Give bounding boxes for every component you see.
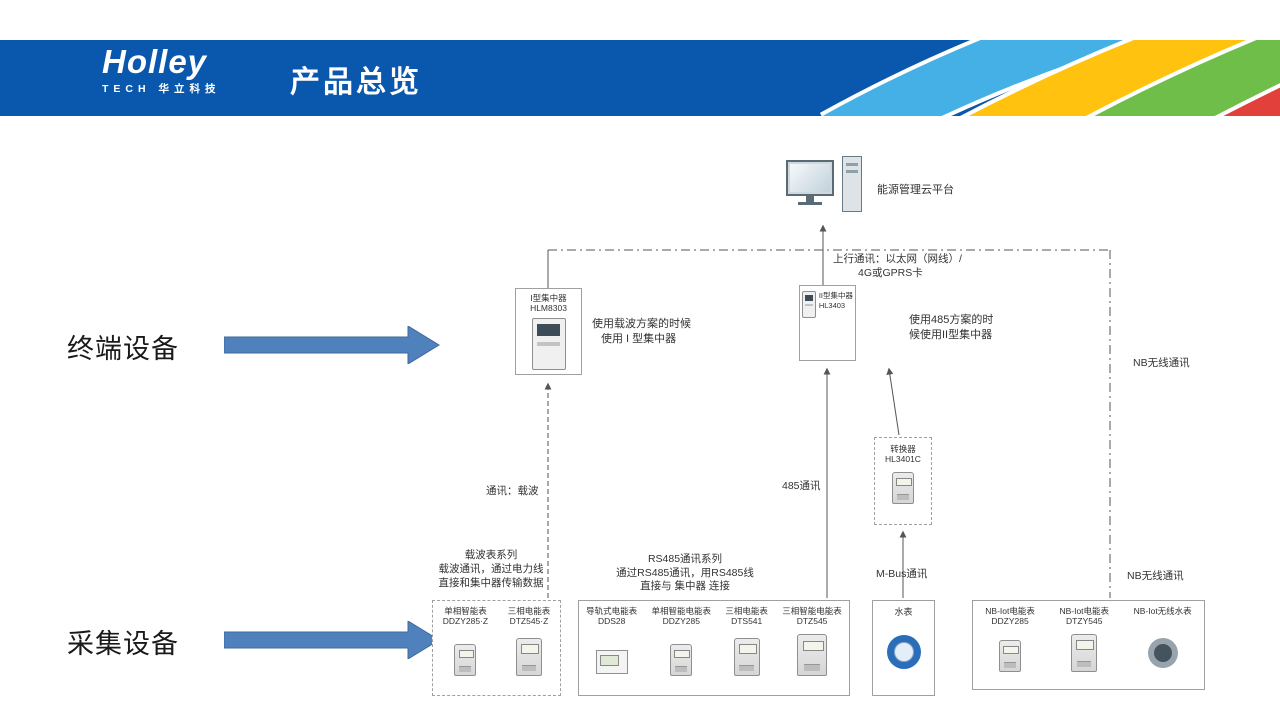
din-rail-meter-icon	[595, 650, 628, 674]
uplink-label-line1: 上行通讯：以太网（网线）/	[833, 253, 962, 265]
electric-meter-icon	[892, 472, 914, 504]
carrier-meter-group-box: 单相智能表 DDZY285·Z 三相电能表 DTZ545·Z	[432, 600, 561, 696]
pc-tower-icon	[842, 156, 862, 212]
terminal-devices-label: 终端设备	[67, 334, 179, 364]
monitor-icon	[786, 160, 834, 196]
meter-name: 单相智能表	[444, 606, 487, 616]
three-phase-meter-icon	[733, 638, 760, 676]
meter-model: DTZ545·Z	[509, 616, 549, 626]
carrier-group-title: 载波表系列	[464, 549, 518, 561]
meter-item: 三相智能电能表 DTZ545	[782, 606, 842, 676]
meter-item: 单相智能电能表 DDZY285	[651, 606, 712, 676]
concentrator-2-name: II型集中器	[818, 291, 853, 300]
single-phase-meter-icon	[454, 644, 477, 676]
carrier-group-desc2: 直接和集中器传输数据	[438, 577, 544, 589]
meter-model: DTZY545	[1066, 616, 1103, 626]
meter-item: NB-Iot无线水表	[1134, 606, 1192, 668]
rs485-meter-group-box: 导轨式电能表 DDS28 单相智能电能表 DDZY285 三相电能表 DTS54…	[578, 600, 850, 696]
nb-wireless-label-bottom: NB无线通讯	[1127, 570, 1184, 582]
meter-name: 三相智能电能表	[782, 606, 842, 616]
nb-three-phase-meter-icon	[1071, 634, 1098, 672]
header-band	[0, 40, 1280, 116]
meter-model: DDZY285	[991, 616, 1029, 626]
cloud-platform-computer-icon	[786, 154, 868, 218]
terminal-devices-arrow	[224, 326, 440, 364]
rs485-group-caption: RS485通讯系列 通过RS485通讯，用RS485线 直接与 集中器 连接	[585, 553, 785, 594]
conc1-note-line2: 使用 I 型集中器	[601, 333, 677, 345]
carrier-comm-label: 通讯：载波	[486, 485, 539, 497]
meter-name: 单相智能电能表	[651, 606, 712, 616]
meter-name: 导轨式电能表	[586, 606, 638, 616]
single-phase-meter-icon	[670, 644, 693, 676]
meter-name: NB-Iot无线水表	[1133, 606, 1192, 616]
conc2-note-line2: 候使用II型集中器	[909, 329, 993, 341]
converter-name: 转换器	[890, 444, 916, 454]
conc1-note-line1: 使用载波方案的时候	[592, 318, 691, 330]
concentrator-2-model: HL3403	[818, 301, 846, 310]
header-swoosh-decoration	[819, 40, 1280, 116]
rs485-group-desc1: 通过RS485通讯，用RS485线	[616, 566, 754, 579]
meter-model: DDZY285	[662, 616, 700, 626]
concentrator-2-box: II型集中器 HL3403	[799, 285, 856, 361]
collection-devices-arrow	[224, 621, 440, 659]
monitor-stand	[806, 196, 814, 202]
rs485-group-title: RS485通讯系列	[647, 553, 723, 565]
rs485-group-desc2: 直接与 集中器 连接	[640, 580, 730, 592]
meter-model: DDZY285·Z	[442, 616, 489, 626]
meter-item: 导轨式电能表 DDS28	[586, 606, 637, 674]
meter-name: 三相电能表	[725, 606, 768, 616]
converter-box: 转换器 HL3401C	[874, 437, 932, 525]
meter-model: DDS28	[597, 616, 626, 626]
meter-item: 三相电能表 DTS541	[725, 606, 768, 676]
rs485-comm-label: 485通讯	[782, 480, 821, 492]
logo-sub-text: TECH 华立科技	[102, 83, 221, 95]
collection-devices-label: 采集设备	[67, 629, 179, 659]
cloud-platform-label: 能源管理云平台	[877, 184, 954, 196]
meter-model: DTS541	[731, 616, 763, 626]
holley-logo: Holley TECH 华立科技	[102, 45, 221, 96]
three-phase-smart-meter-icon	[797, 634, 828, 676]
page-title: 产品总览	[290, 66, 422, 99]
meter-name: NB-Iot电能表	[985, 606, 1035, 616]
converter-model: HL3401C	[885, 454, 921, 464]
concentrator-icon	[531, 318, 566, 370]
logo-brand-text: Holley	[102, 43, 208, 80]
water-meter-box: 水表	[872, 600, 935, 696]
meter-name: NB-Iot电能表	[1059, 606, 1110, 616]
concentrator-icon	[802, 291, 816, 318]
meter-item: 三相电能表 DTZ545·Z	[507, 606, 551, 676]
carrier-group-caption: 载波表系列 载波通讯，通过电力线 直接和集中器传输数据	[425, 548, 557, 590]
nb-wireless-water-meter-icon	[1147, 638, 1178, 668]
monitor-base	[798, 202, 822, 205]
mbus-comm-label: M-Bus通讯	[876, 568, 928, 580]
meter-name: 三相电能表	[507, 606, 551, 616]
meter-item: NB-Iot电能表 DDZY285	[985, 606, 1035, 672]
nb-single-phase-meter-icon	[999, 640, 1022, 672]
uplink-label-line2: 4G或GPRS卡	[858, 267, 923, 279]
meter-model: DTZ545	[796, 616, 828, 626]
nb-meter-group-box: NB-Iot电能表 DDZY285 NB-Iot电能表 DTZY545 NB-I…	[972, 600, 1205, 690]
concentrator-1-box: I型集中器 HLM8303	[515, 288, 582, 375]
meter-item: 单相智能表 DDZY285·Z	[443, 606, 488, 676]
water-meter-label: 水表	[894, 607, 913, 617]
three-phase-meter-icon	[515, 638, 542, 676]
carrier-group-desc1: 载波通讯，通过电力线	[438, 563, 544, 575]
concentrator-1-model: HLM8303	[530, 303, 567, 313]
nb-wireless-label-top: NB无线通讯	[1133, 357, 1190, 369]
conc2-note-line1: 使用485方案的时	[909, 314, 994, 326]
water-meter-icon	[886, 635, 921, 669]
concentrator-1-name: I型集中器	[530, 293, 567, 303]
meter-item: NB-Iot电能表 DTZY545	[1059, 606, 1109, 672]
